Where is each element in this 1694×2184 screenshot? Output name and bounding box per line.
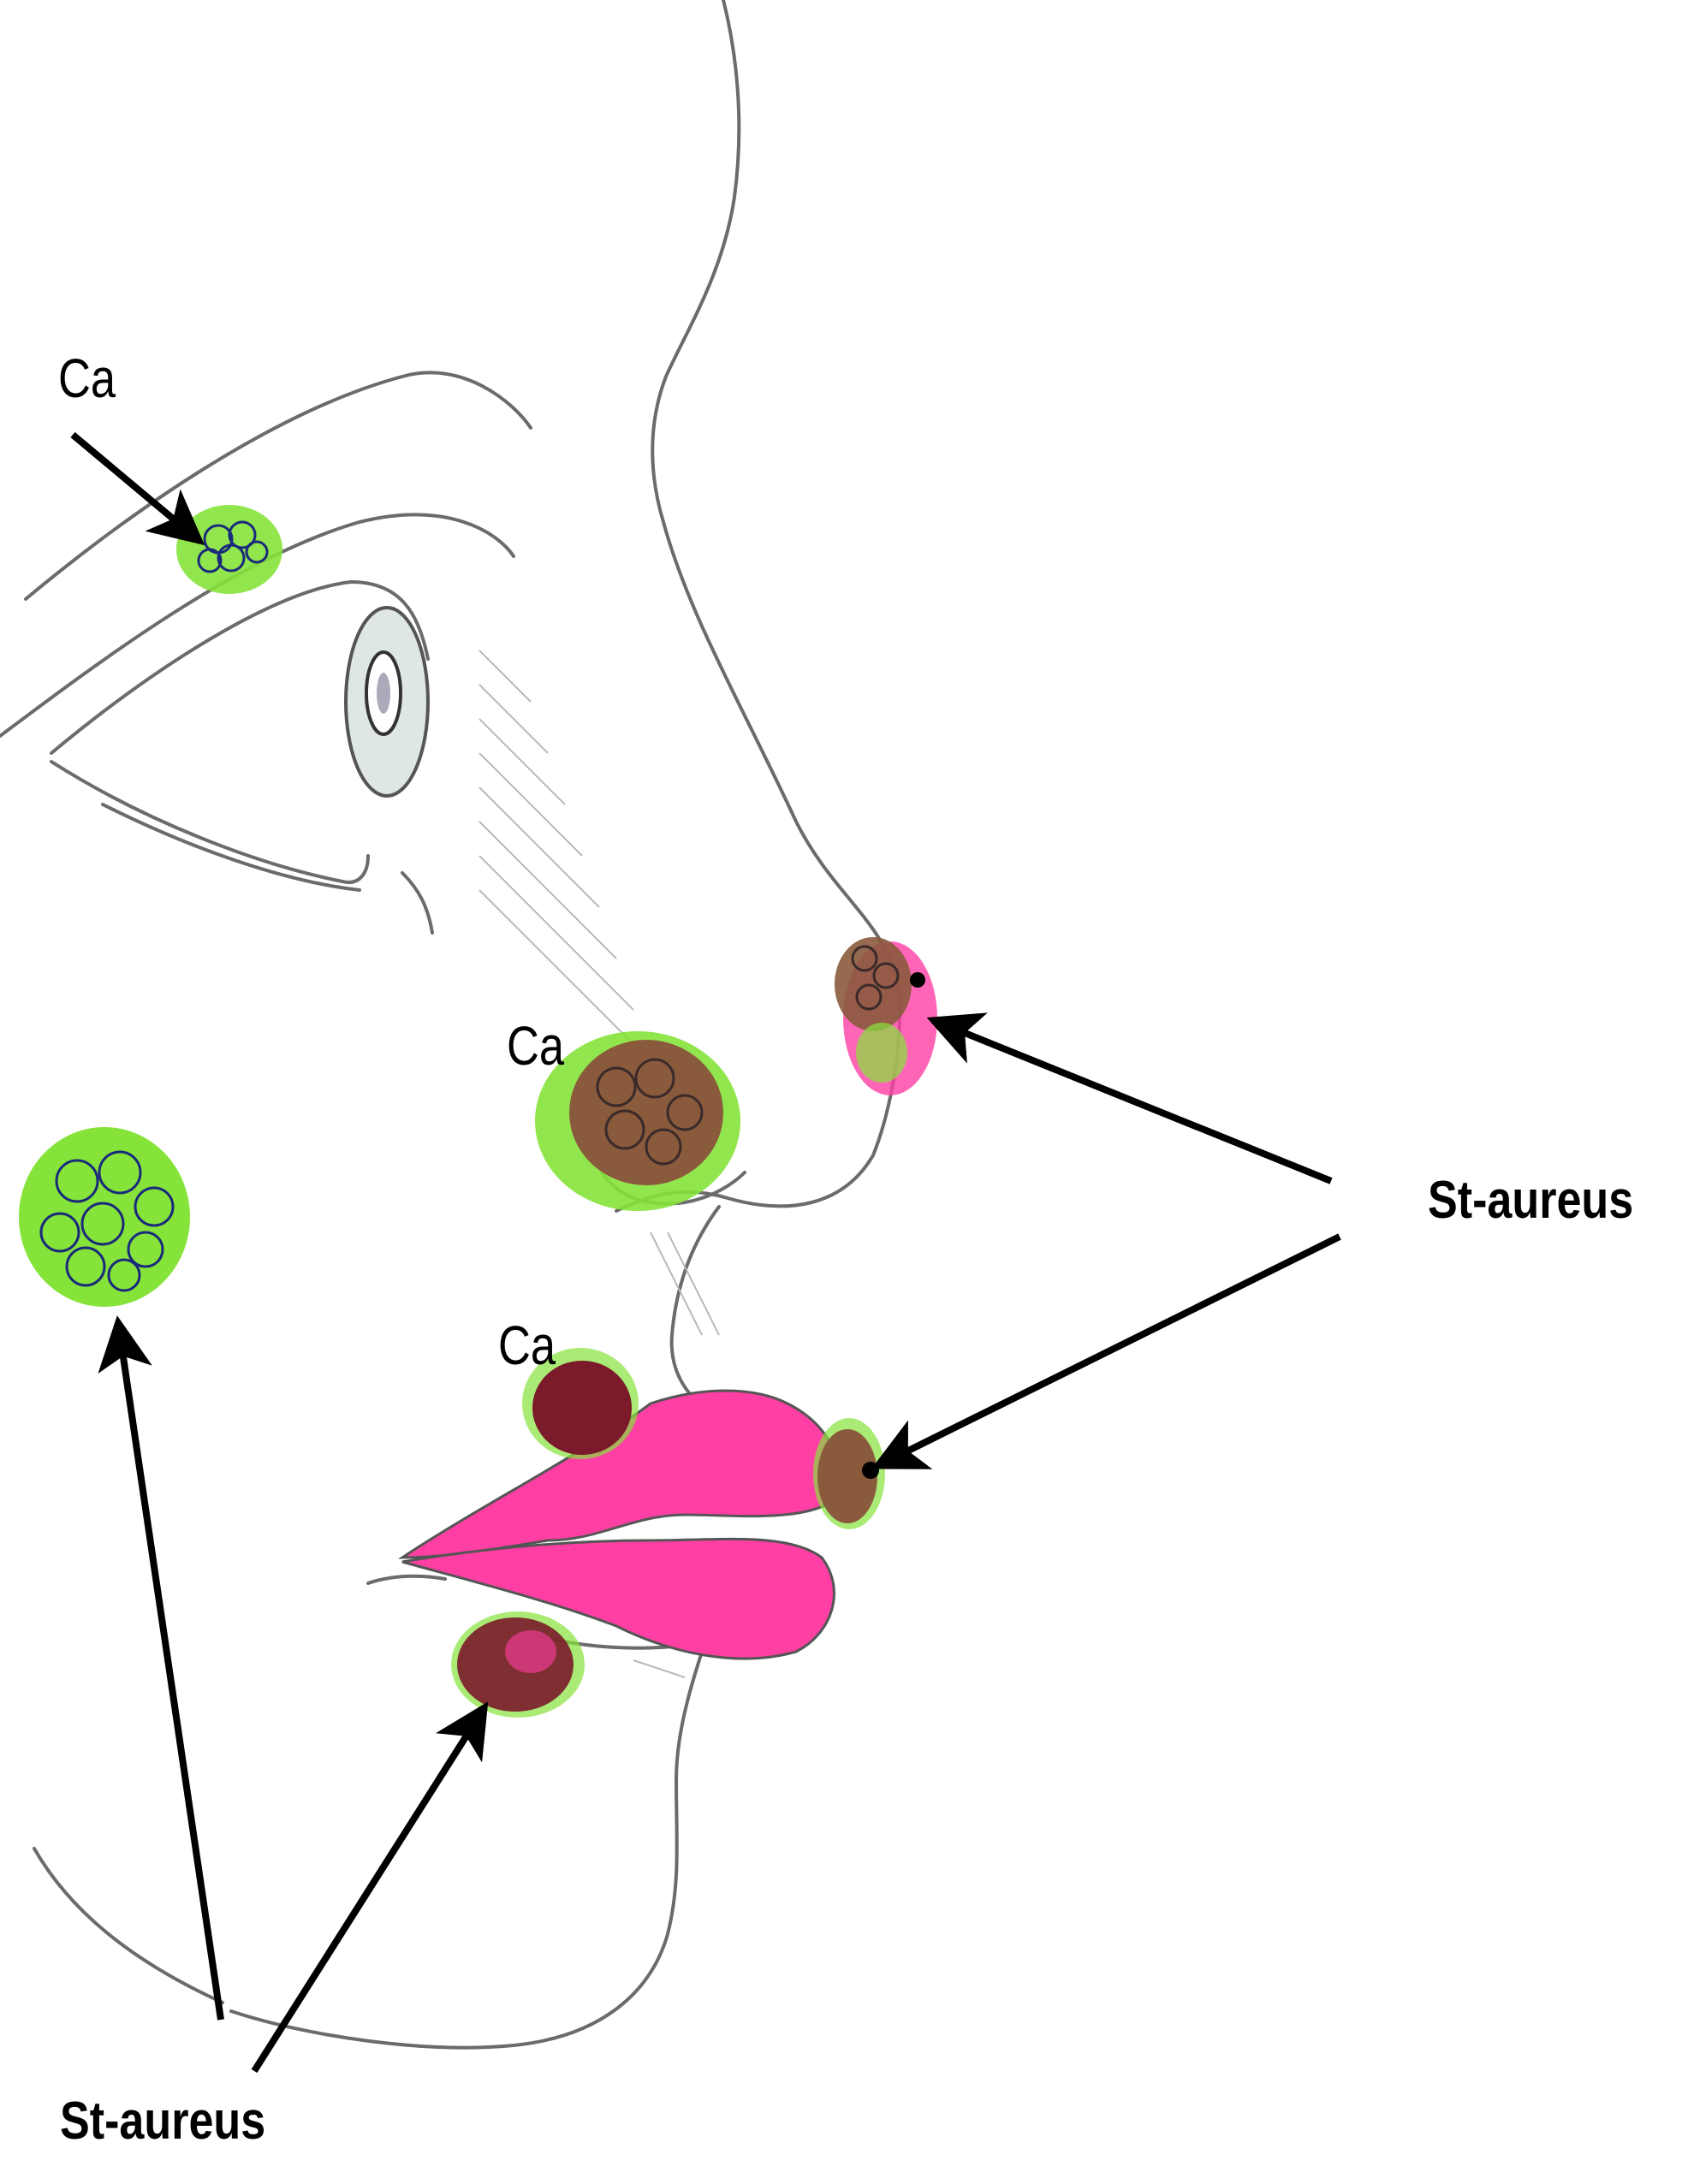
label-st-aureus-bottom: St-aureus — [60, 2092, 266, 2151]
eyebrow-upper — [24, 371, 532, 601]
face-outline — [0, 0, 901, 2050]
upper-eyelid — [50, 579, 430, 755]
jaw-line — [33, 1847, 224, 2004]
pointer-arrows — [70, 431, 1341, 2074]
label-ca-nostril: Ca — [507, 1015, 565, 1077]
lesion-eyebrow — [176, 505, 282, 594]
lesion-cheek — [19, 1127, 190, 1307]
lesion-lower-lip — [451, 1611, 585, 1718]
lesion-nose-tip — [835, 937, 937, 1095]
label-ca-lip: Ca — [498, 1315, 556, 1376]
arrow-st-cheek — [98, 1315, 224, 2021]
eye — [344, 606, 430, 798]
lower-lash-line — [101, 803, 361, 892]
nose-bridge-line — [615, 0, 901, 1213]
lower-eyelid — [50, 760, 370, 884]
upper-lip-philtrum — [669, 1205, 721, 1414]
lower-lip — [401, 1537, 835, 1660]
nose-shading — [478, 650, 720, 1678]
lesion-upper-lip — [522, 1348, 639, 1459]
mouth-corner — [366, 1574, 447, 1585]
label-st-aureus-right: St-aureus — [1428, 1171, 1634, 1230]
lips — [398, 1389, 842, 1660]
cheek-line — [401, 871, 434, 935]
arrow-st-lip-corner — [871, 1233, 1341, 1469]
lesion-lip-corner — [813, 1418, 885, 1529]
arrow-st-lower-lip — [251, 1701, 489, 2074]
arrow-ca-eyebrow — [70, 431, 205, 546]
label-ca-eyebrow: Ca — [58, 347, 116, 409]
lesion-nostril — [535, 1031, 740, 1211]
eyebrow-lower — [0, 513, 515, 738]
chin-line — [229, 1624, 712, 2050]
arrow-st-nose-tip — [926, 1012, 1333, 1184]
